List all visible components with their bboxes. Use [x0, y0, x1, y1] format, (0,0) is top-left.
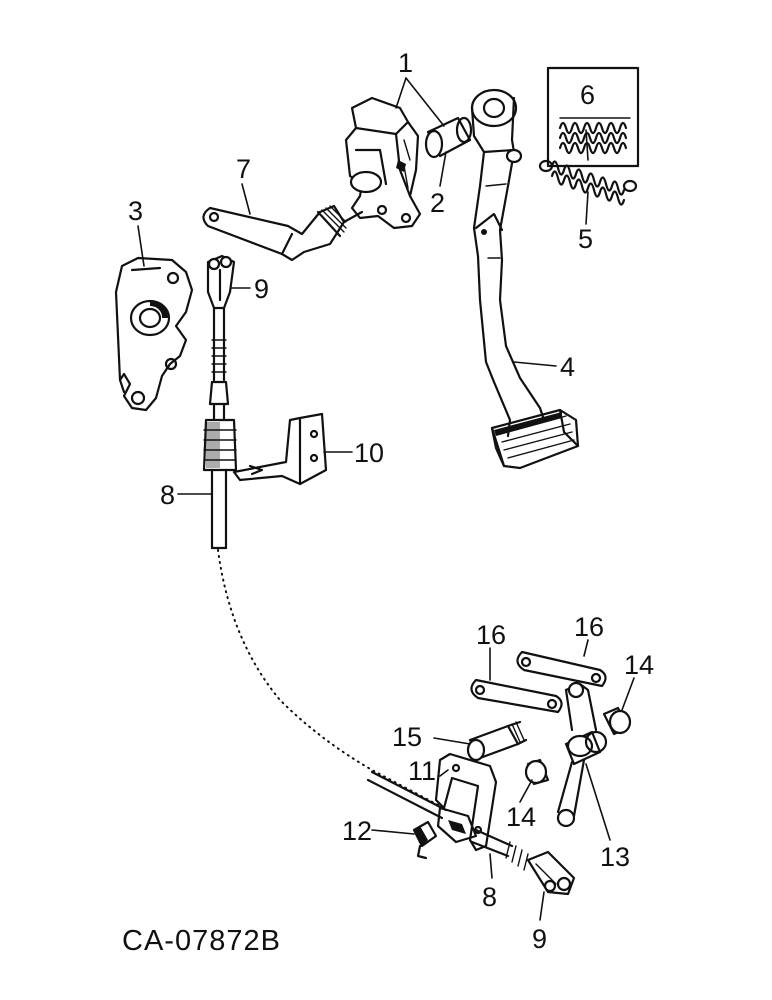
callout-9-lower: 9 [532, 924, 547, 954]
callout-3: 3 [128, 196, 143, 226]
callout-labels: 1 2 3 4 5 6 7 8 8 9 9 10 11 12 13 14 14 … [128, 48, 654, 954]
callout-8-upper: 8 [160, 480, 175, 510]
bell-crank-part-13 [556, 681, 608, 828]
callout-1: 1 [398, 48, 413, 78]
spring-part-5 [538, 159, 638, 206]
plate-part-16-a [470, 678, 563, 714]
callout-10: 10 [354, 438, 384, 468]
callout-15: 15 [392, 722, 422, 752]
drawing-code: CA-07872B [122, 925, 281, 957]
callout-9-upper: 9 [254, 274, 269, 304]
bushing-part-14-left [524, 758, 550, 786]
pedal-support-part-1 [344, 96, 422, 230]
callout-14-left: 14 [506, 802, 536, 832]
callout-8-lower: 8 [482, 882, 497, 912]
pin-part-15 [466, 720, 528, 762]
callout-11: 11 [408, 756, 436, 786]
plate-part-16-b [516, 650, 607, 688]
cable-part-8-upper [202, 328, 238, 550]
bracket-part-3 [114, 256, 194, 412]
callout-13: 13 [600, 842, 630, 872]
bushing-part-2 [424, 116, 473, 159]
bushing-part-14-right [602, 706, 632, 736]
callout-14-right: 14 [624, 650, 654, 680]
lever-arm-part-7 [202, 204, 364, 262]
bracket-part-11 [434, 752, 498, 852]
callout-2: 2 [430, 188, 445, 218]
callout-7: 7 [236, 154, 251, 184]
clevis-part-9-lower [526, 850, 576, 896]
callout-16-left: 16 [476, 620, 506, 650]
callout-12: 12 [342, 816, 372, 846]
cable-part-8-lower [366, 770, 529, 871]
leader-lines [137, 77, 635, 921]
spring-box-part-6 [546, 66, 640, 168]
callout-4: 4 [560, 352, 575, 382]
callout-16-right: 16 [574, 612, 604, 642]
clevis-part-9-upper [206, 254, 236, 332]
callout-5: 5 [578, 224, 593, 254]
cable-run [217, 549, 441, 807]
clip-part-12 [412, 820, 438, 860]
bracket-part-10 [232, 412, 328, 486]
clutch-pedal-part-4 [470, 88, 580, 470]
callout-6: 6 [580, 80, 595, 110]
